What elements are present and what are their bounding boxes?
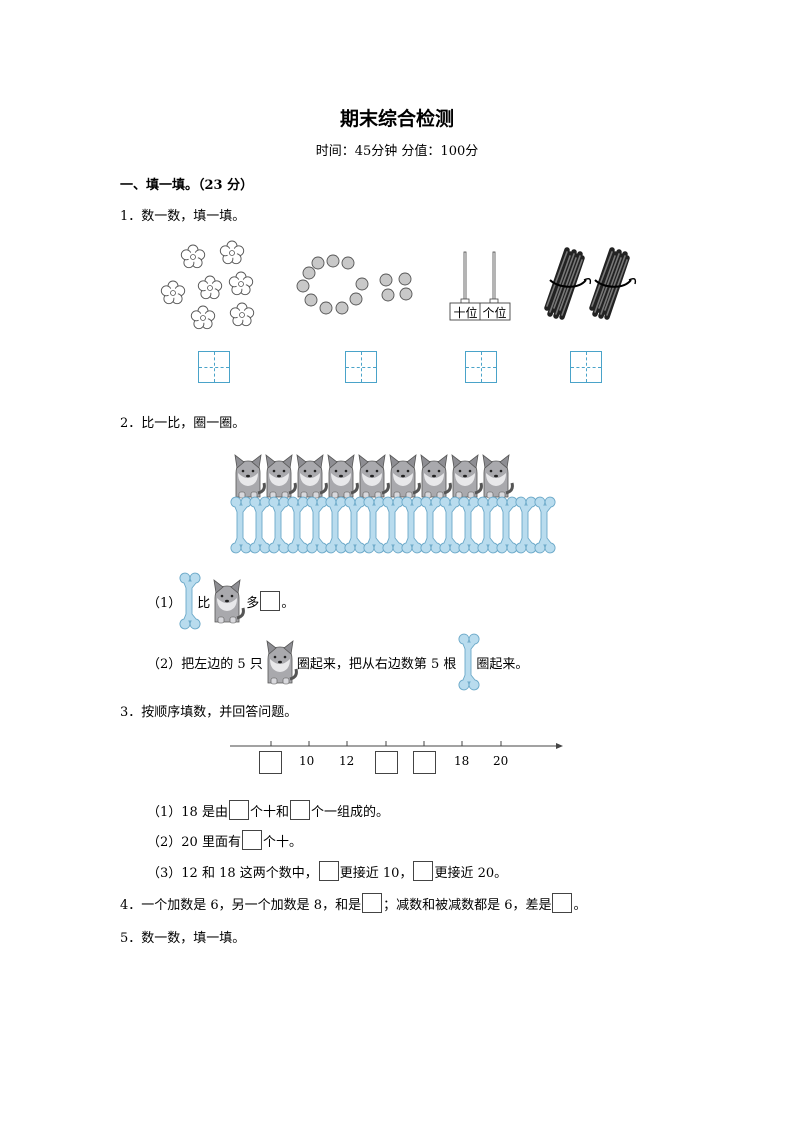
flowers-icon [160, 240, 255, 330]
question-4: 4．一个加数是 6，另一个加数是 8，和是 ；减数和被减数都是 6，差是 。 [120, 893, 587, 913]
answer-box-q3-2[interactable] [241, 830, 262, 850]
page-subtitle: 时间：45分钟 分值：100分 [315, 144, 479, 159]
question-3-sub-2: （2）20 里面有 个十。 [147, 830, 302, 850]
q3-sub1-c: 个一组成的。 [310, 804, 389, 820]
q3-sub1-b: 个十和 [249, 804, 289, 820]
q2-sub2-prefix: （2）把左边的 5 只 [147, 656, 263, 672]
numberline-label-18: 18 [454, 754, 470, 768]
numberline-box-2[interactable] [375, 751, 398, 774]
dog-icon [212, 578, 246, 625]
abacus-ones-label: 个位 [482, 306, 507, 320]
answer-box-flowers[interactable] [198, 351, 230, 383]
bone-icon [458, 633, 480, 691]
q2-sub1-prefix: （1） [147, 595, 182, 611]
dog-icon [265, 639, 298, 686]
numberline-label-10: 10 [299, 754, 315, 768]
question-3-sub-3: （3）12 和 18 这两个数中， 更接近 10， 更接近 20。 [147, 861, 507, 881]
q4-a: 4．一个加数是 6，另一个加数是 8，和是 [120, 897, 362, 913]
q3-sub2-a: （2）20 里面有 [147, 834, 241, 850]
numberline-label-12: 12 [339, 754, 355, 768]
beads-icon [296, 254, 413, 315]
q3-sub3-c: 更接近 20。 [434, 865, 508, 881]
numberline-box-1[interactable] [259, 751, 282, 774]
dogs-row [230, 453, 556, 554]
stick-bundles-icon [540, 244, 640, 324]
question-2-sub-2: （2）把左边的 5 只 圈起来，把从右边数第 5 根 圈起来。 [147, 633, 529, 691]
answer-box-sticks[interactable] [570, 351, 602, 383]
answer-box-beads[interactable] [345, 351, 377, 383]
answer-box-q3-1a[interactable] [228, 800, 249, 820]
answer-box-q4-diff[interactable] [552, 893, 573, 913]
answer-box-q2-1[interactable] [260, 591, 281, 611]
answer-box-q3-1b[interactable] [289, 800, 310, 820]
section-heading-fill: 一、填一填。（23 分） [120, 178, 254, 193]
numberline-label-20: 20 [493, 754, 509, 768]
q2-sub2-mid: 圈起来，把从右边数第 5 根 [296, 656, 457, 672]
q3-sub2-b: 个十。 [262, 834, 302, 850]
answer-box-abacus[interactable] [465, 351, 497, 383]
abacus-icon [449, 251, 511, 321]
q2-sub1-mid2: 多 [246, 595, 260, 611]
numberline-box-3[interactable] [413, 751, 436, 774]
question-2-sub-1: （1） 比 多 。 [147, 572, 295, 630]
q3-sub3-a: （3）12 和 18 这两个数中， [147, 865, 318, 881]
bone-icon [179, 572, 201, 630]
q2-sub2-suffix: 圈起来。 [476, 656, 529, 672]
number-line [230, 741, 563, 749]
abacus-tens-label: 十位 [453, 306, 478, 320]
q3-sub1-a: （1）18 是由 [147, 804, 228, 820]
question-1-text: 1．数一数，填一填。 [120, 209, 246, 224]
q2-sub1-mid: 比 [197, 595, 211, 611]
q4-c: 。 [573, 897, 587, 913]
answer-box-q4-sum[interactable] [362, 893, 383, 913]
q3-sub3-b: 更接近 10， [339, 865, 413, 881]
q4-b: ；减数和被减数都是 6，差是 [383, 897, 552, 913]
q2-sub1-suffix: 。 [281, 595, 295, 611]
answer-box-q3-3a[interactable] [318, 861, 339, 881]
answer-box-q3-3b[interactable] [413, 861, 434, 881]
question-3-sub-1: （1）18 是由 个十和 个一组成的。 [147, 800, 389, 820]
question-2-text: 2．比一比，圈一圈。 [120, 416, 246, 431]
question-5-text: 5．数一数，填一填。 [120, 931, 246, 946]
page-title: 期末综合检测 [339, 108, 454, 130]
question-3-text: 3．按顺序填数，并回答问题。 [120, 705, 298, 720]
